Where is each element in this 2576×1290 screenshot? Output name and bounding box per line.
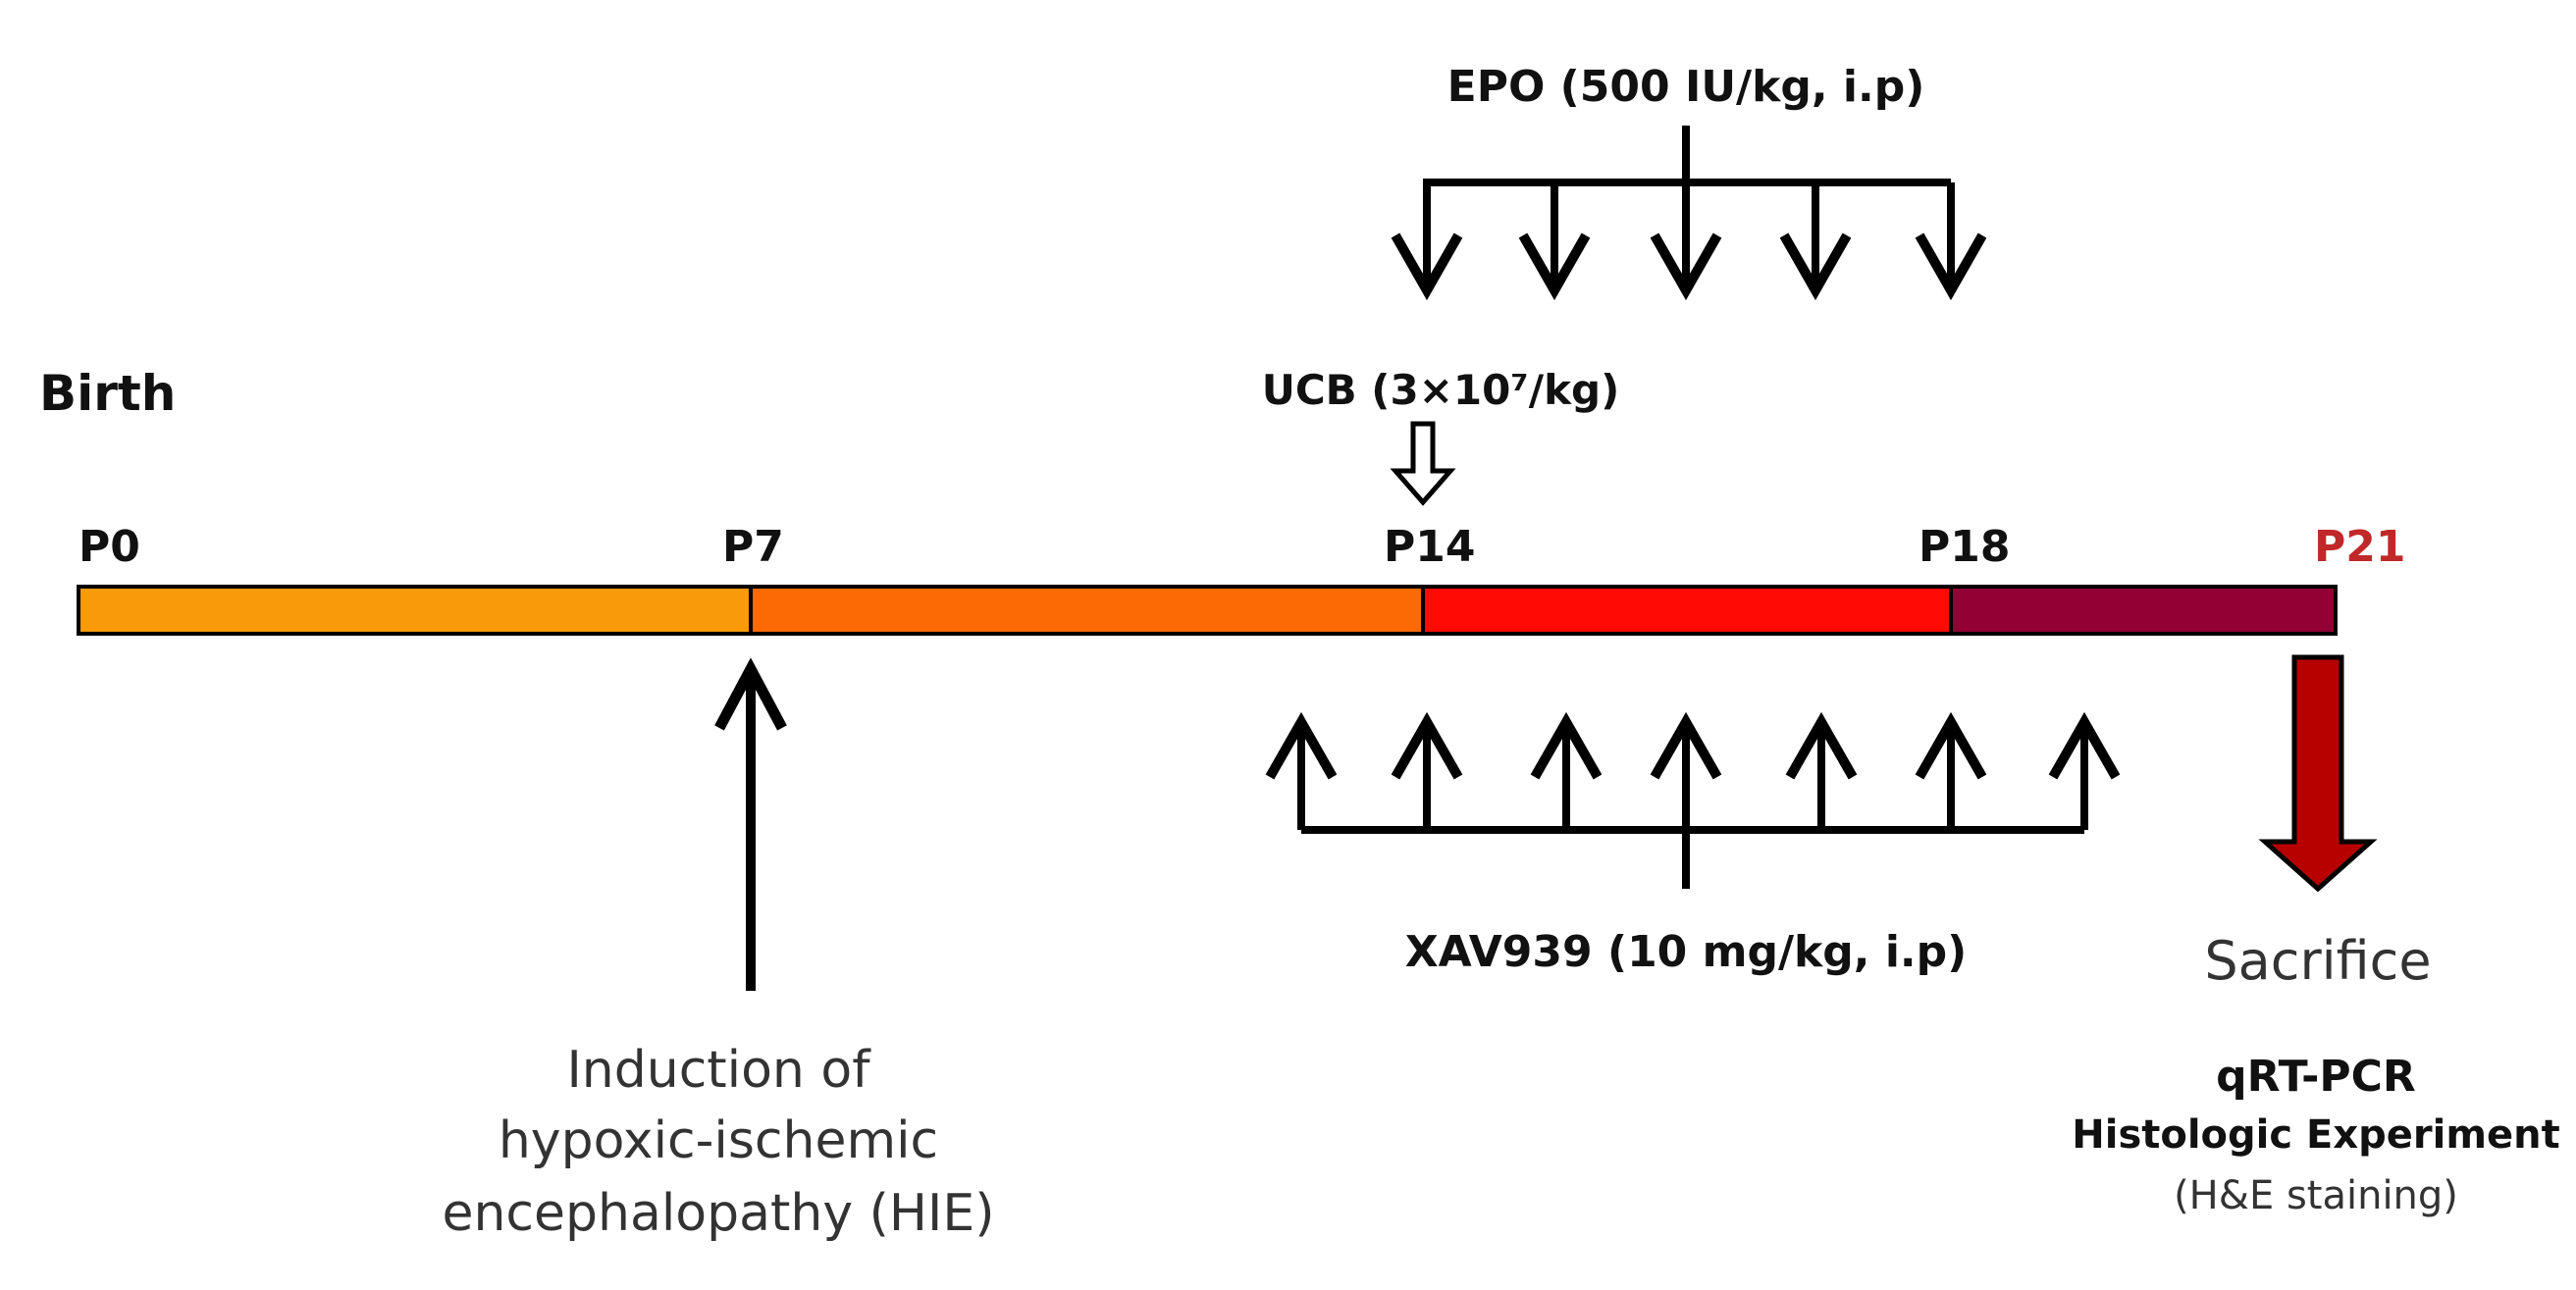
epo-dose-arrow xyxy=(1915,182,1987,301)
epo-label: EPO (500 IU/kg, i.p) xyxy=(1447,62,1925,112)
xav939-dose-arrow xyxy=(1915,711,1987,830)
xav939-dose-arrow xyxy=(1530,711,1603,830)
hie-induction-line2: hypoxic-ischemic xyxy=(499,1111,938,1170)
ucb-hollow-arrow-icon xyxy=(1390,421,1456,506)
timeline-segment-p14-p18 xyxy=(1421,585,1953,636)
timeline-segment-p18-p21 xyxy=(1949,585,2338,636)
hie-induction-group: Induction of hypoxic-ischemic encephalop… xyxy=(442,657,995,1243)
sacrifice-method-histology: Histologic Experiment xyxy=(2072,1112,2560,1158)
xav939-dose-arrow xyxy=(1391,711,1463,830)
xav939-dose-arrow xyxy=(2048,711,2121,830)
timepoint-label-p21: P21 xyxy=(2314,522,2405,572)
sacrifice-method-staining: (H&E staining) xyxy=(2174,1173,2458,1218)
xav939-dose-arrow xyxy=(1650,711,1722,830)
sacrifice-label: Sacrifice xyxy=(2204,930,2431,992)
timepoint-label-p18: P18 xyxy=(1919,522,2010,572)
timeline-segment-p0-p7 xyxy=(77,585,753,636)
epo-dose-arrow xyxy=(1779,182,1852,301)
hie-induction-line1: Induction of xyxy=(566,1041,871,1100)
ucb-label: UCB (3×10⁷/kg) xyxy=(1262,366,1620,414)
epo-dose-arrow xyxy=(1650,182,1722,301)
xav939-label: XAV939 (10 mg/kg, i.p) xyxy=(1405,927,1967,977)
hie-induction-line3: encephalopathy (HIE) xyxy=(442,1184,994,1243)
hie-induction-arrow-icon xyxy=(714,657,787,731)
sacrifice-arrow-icon xyxy=(2258,654,2378,893)
xav939-dose-arrow xyxy=(1785,711,1858,830)
epo-dose-arrow xyxy=(1518,182,1591,301)
timepoint-label-p14: P14 xyxy=(1384,522,1475,572)
xav939-dose-arrow xyxy=(1265,711,1338,830)
timepoint-labels: P0 P7 P14 P18 P21 xyxy=(79,522,2405,572)
ucb-injection-group: UCB (3×10⁷/kg) xyxy=(1262,366,1620,506)
sacrifice-group: Sacrifice qRT-PCR Histologic Experiment … xyxy=(2072,654,2560,1218)
epo-dosing-group: EPO (500 IU/kg, i.p) xyxy=(1391,62,1987,301)
sacrifice-method-qrtpcr: qRT-PCR xyxy=(2216,1052,2416,1102)
birth-label: Birth xyxy=(39,365,176,422)
timepoint-label-p0: P0 xyxy=(79,522,140,572)
xav939-dosing-group: XAV939 (10 mg/kg, i.p) xyxy=(1265,711,2121,977)
timeline-bar xyxy=(77,585,2338,636)
epo-dose-arrow xyxy=(1391,182,1463,301)
timeline-segment-p7-p14 xyxy=(749,585,1425,636)
timepoint-label-p7: P7 xyxy=(722,522,784,572)
